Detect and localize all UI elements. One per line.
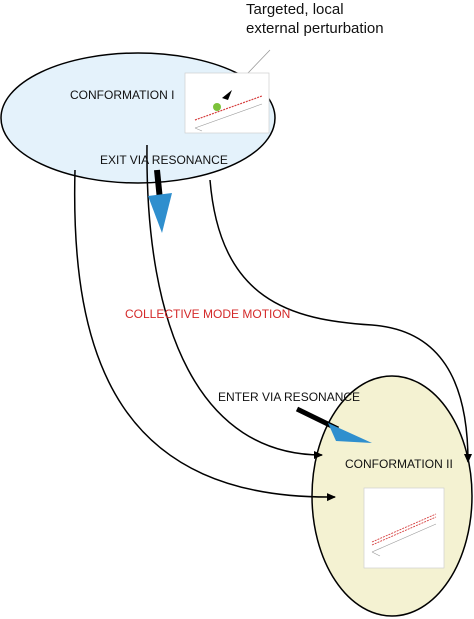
pathway-curve-outer [73, 169, 336, 502]
enter-resonance-arrow [295, 406, 372, 443]
perturbation-callout-line-2: external perturbation [246, 20, 384, 37]
perturbation-callout: Targeted, local external perturbation [246, 0, 384, 38]
perturbation-callout-line-1: Targeted, local [246, 1, 344, 18]
pathway-curve-middle [146, 144, 323, 459]
perturbation-pointer-head [222, 90, 232, 100]
conformation-1-label: CONFORMATION I [70, 88, 175, 102]
exit-resonance-arrow [148, 169, 172, 233]
collective-mode-label: COLLECTIVE MODE MOTION [125, 307, 291, 321]
inset-plot-conformation-1 [184, 72, 270, 134]
conformation-2-label: CONFORMATION II [345, 457, 453, 471]
pathway-curve-right [209, 179, 472, 463]
inset-plot-conformation-2 [363, 487, 445, 569]
enter-resonance-label: ENTER VIA RESONANCE [218, 390, 361, 404]
exit-resonance-label: EXIT VIA RESONANCE [100, 153, 228, 167]
perturbation-dot [213, 103, 221, 111]
